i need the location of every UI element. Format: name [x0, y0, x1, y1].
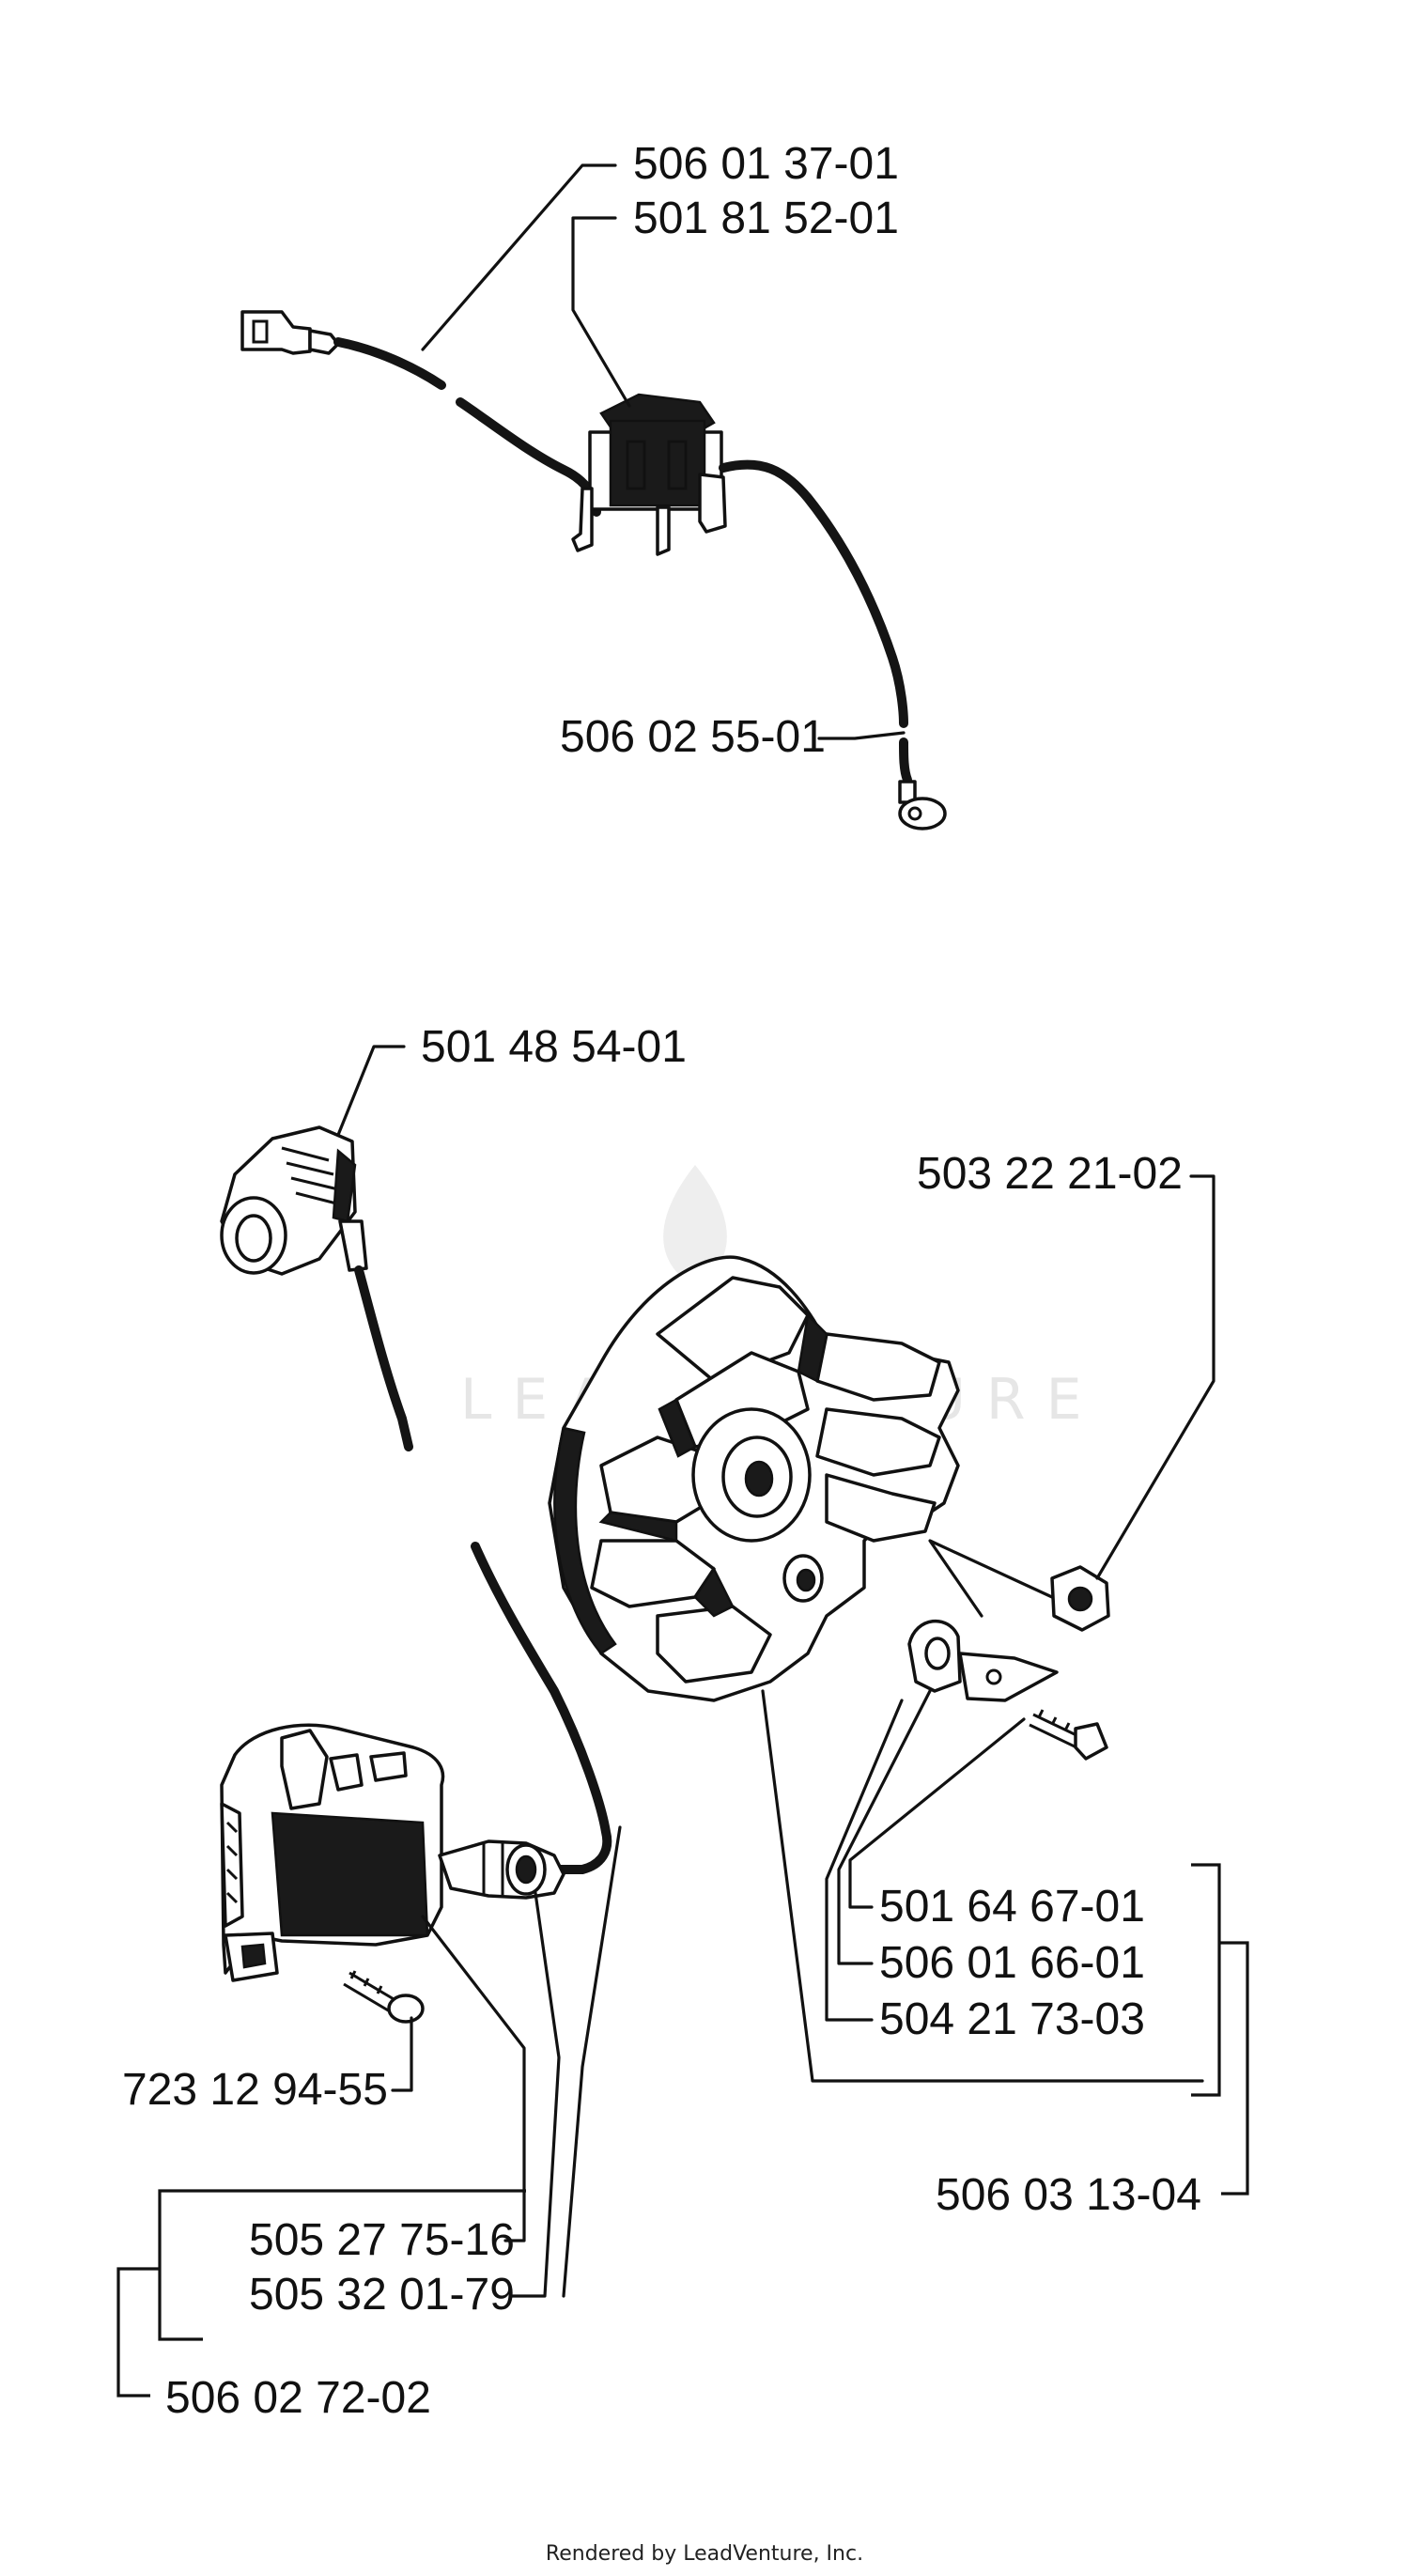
- watermark-flame-icon: [663, 1165, 727, 1287]
- bracket-506-02-72-02: 506 02 72-02: [116, 2189, 526, 2423]
- switch-block-icon: [571, 393, 727, 556]
- part-number-label: 723 12 94-55: [122, 2065, 388, 2115]
- callout-501-48-54-01: 501 48 54-01: [336, 1022, 687, 1137]
- callout-504-21-73-03: 504 21 73-03: [825, 1699, 1145, 2044]
- left-terminal-icon: [240, 310, 340, 355]
- callout-503-22-21-02: 503 22 21-02: [917, 1149, 1215, 1618]
- part-number-label: 501 64 67-01: [879, 1882, 1145, 1932]
- pawl-screw-icon: [1029, 1709, 1108, 1761]
- part-number-label: 506 01 37-01: [633, 139, 899, 189]
- part-number-label: 503 22 21-02: [917, 1149, 1183, 1199]
- flywheel-nut-icon: [1050, 1565, 1110, 1632]
- pawl-and-spring-icon: [907, 1620, 1059, 1702]
- part-number-label: 506 02 55-01: [560, 712, 826, 762]
- flywheel-drawing: [548, 1255, 960, 1702]
- part-number-label: 506 01 66-01: [879, 1938, 1145, 1988]
- part-number-label: 501 48 54-01: [421, 1022, 687, 1072]
- part-number-label: 504 21 73-03: [879, 1994, 1145, 2044]
- rendered-by-footer: Rendered by LeadVenture, Inc.: [545, 2542, 864, 2566]
- ignition-coil-drawing: [220, 1723, 565, 1982]
- callout-501-64-67-01: 501 64 67-01: [848, 1717, 1145, 1932]
- ring-terminal-icon: [898, 780, 947, 830]
- bracket-506-03-13-04: 506 03 13-04: [936, 1863, 1249, 2220]
- callout-506-01-37-01: 506 01 37-01: [421, 139, 899, 351]
- callout-505-32-01-79: 505 32 01-79: [249, 1825, 622, 2320]
- part-number-label: 505 27 75-16: [249, 2215, 515, 2265]
- callout-506-01-66-01: 506 01 66-01: [837, 1689, 1145, 1988]
- spark-plug-cap-drawing: [220, 1125, 368, 1276]
- callout-723-12-94-55: 723 12 94-55: [122, 2016, 413, 2115]
- part-number-label: 506 03 13-04: [936, 2170, 1201, 2220]
- callout-505-27-75-16: 505 27 75-16: [249, 1915, 526, 2265]
- part-number-label: 506 02 72-02: [165, 2373, 431, 2423]
- callout-506-02-55-01: 506 02 55-01: [560, 712, 906, 762]
- coil-screw-icon: [343, 1970, 425, 2024]
- part-number-label: 501 81 52-01: [633, 194, 899, 243]
- callout-501-81-52-01: 501 81 52-01: [571, 194, 899, 408]
- part-number-label: 505 32 01-79: [249, 2270, 515, 2320]
